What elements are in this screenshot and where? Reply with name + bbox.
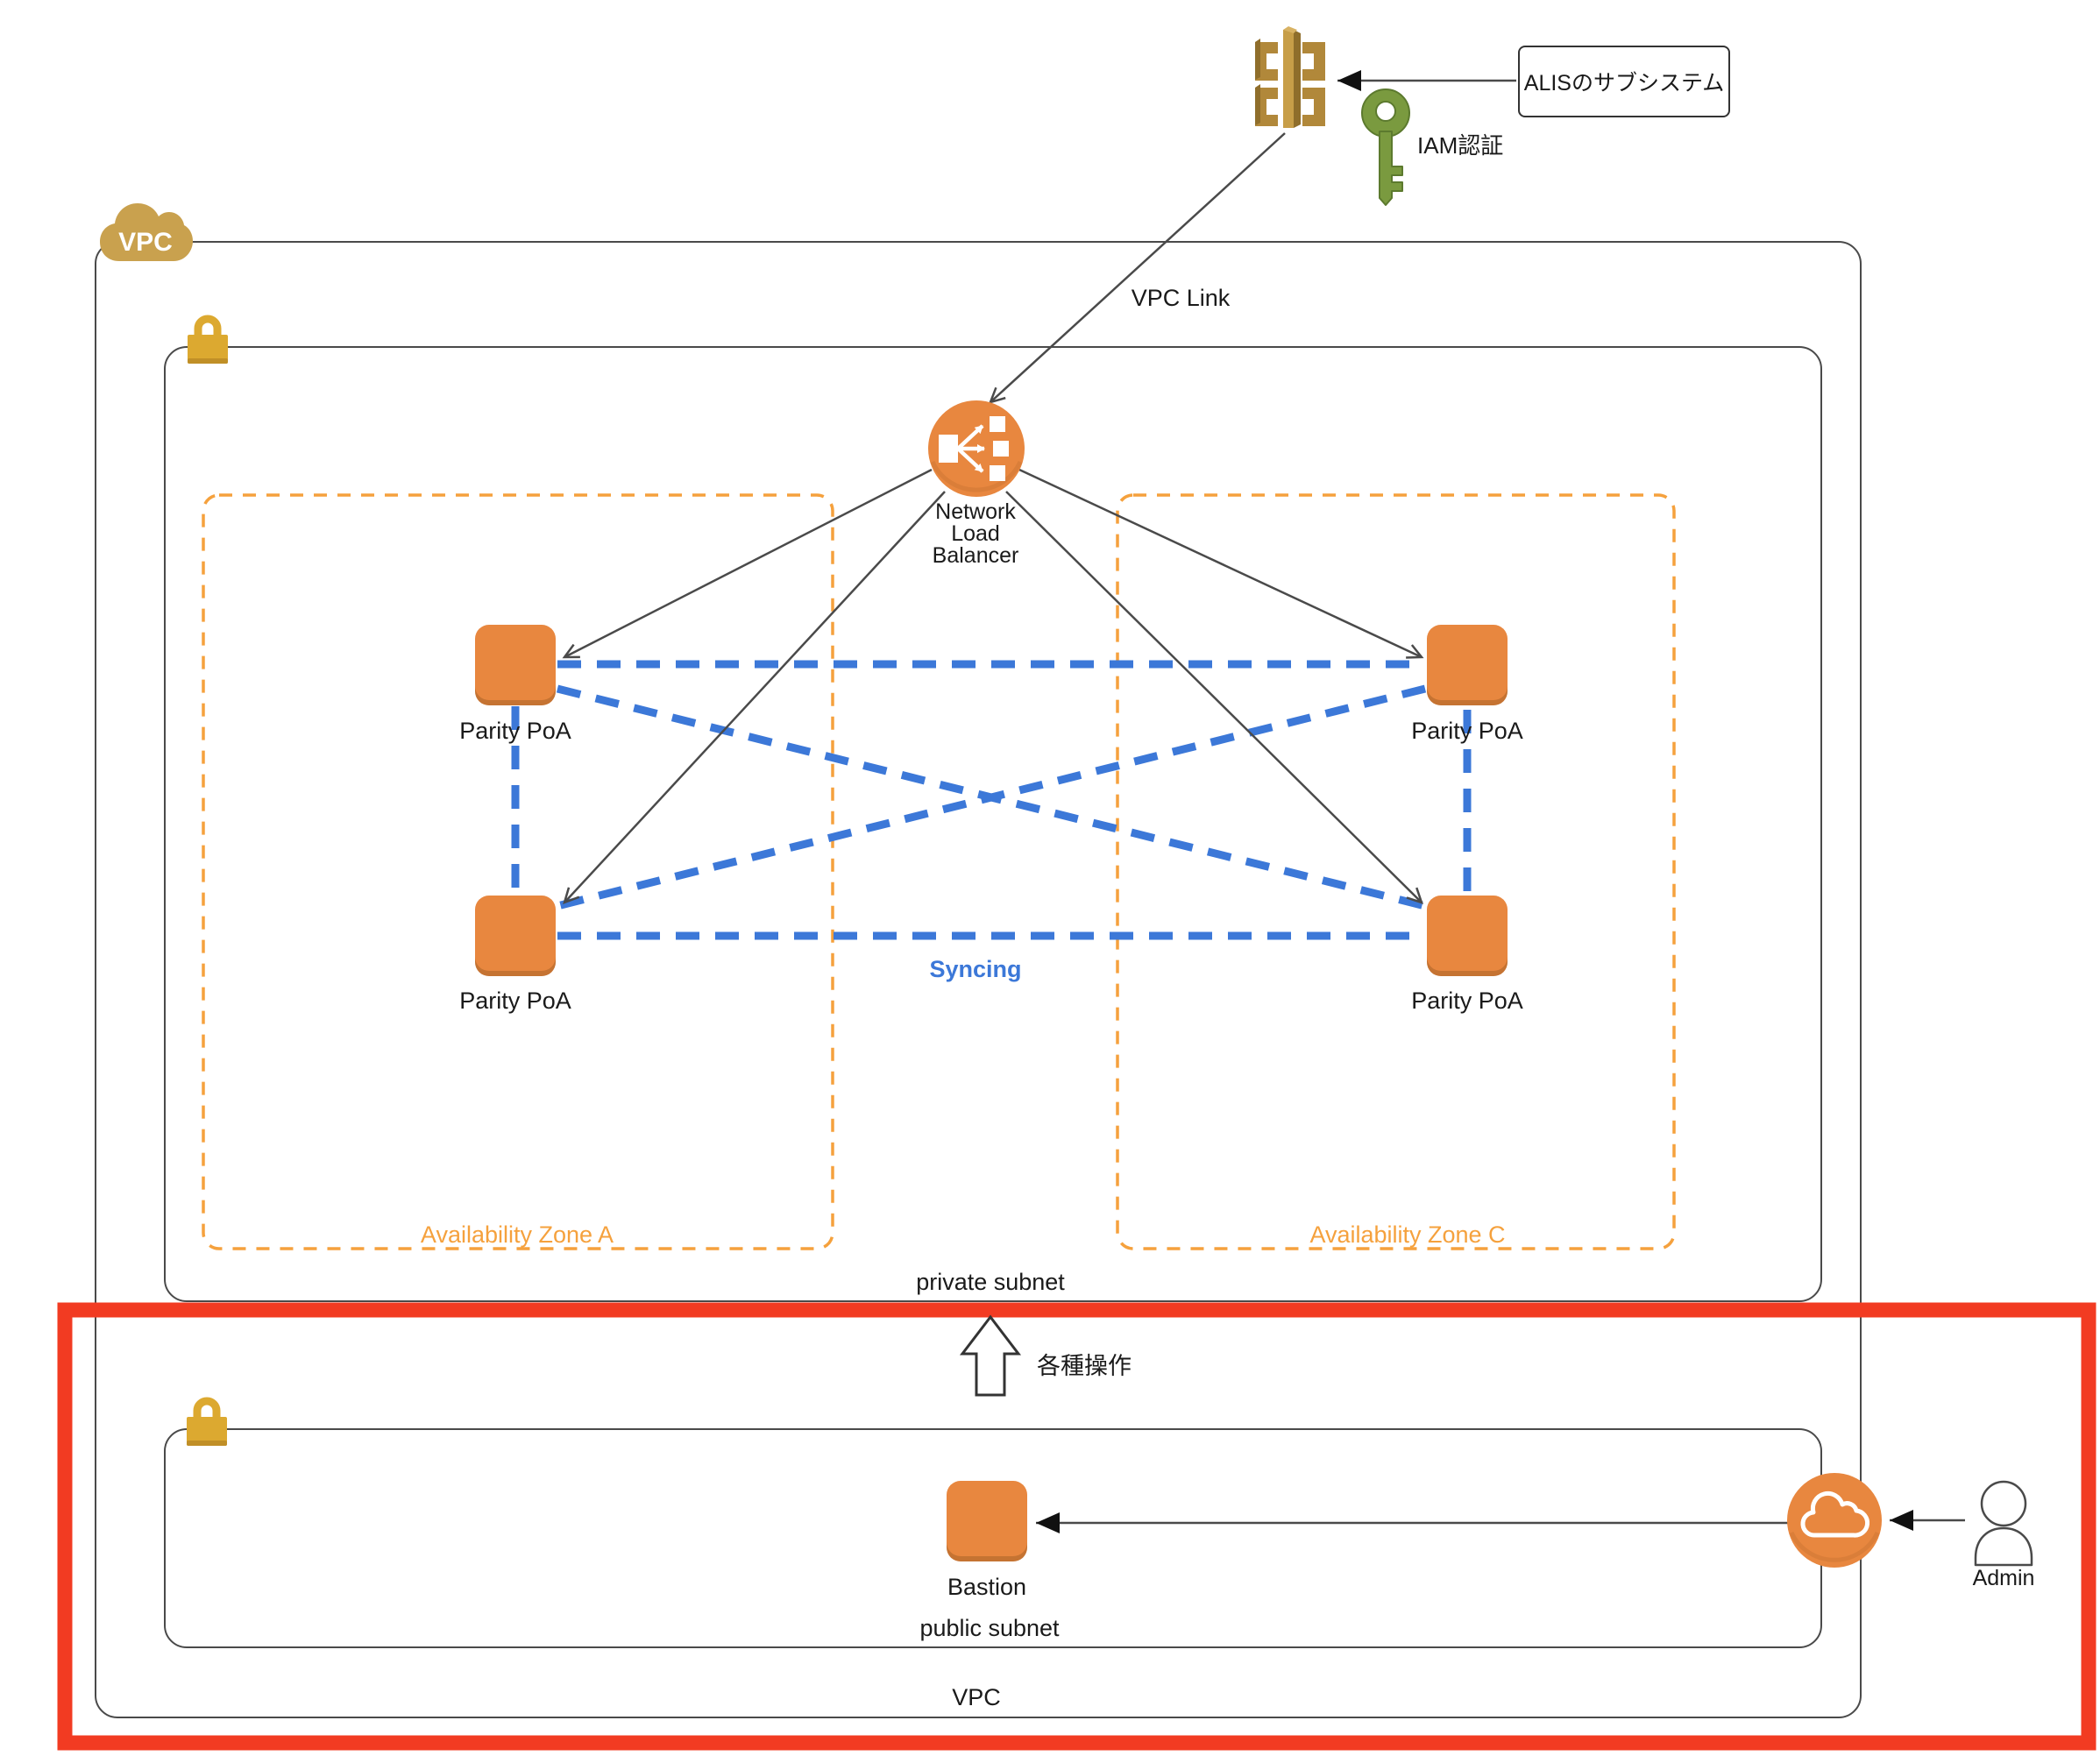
connector-apigw-to-nlb: [988, 132, 1286, 404]
parity-poa-node-c-bottom: [1427, 896, 1508, 976]
parity-label-c-bottom: Parity PoA: [1411, 988, 1523, 1014]
parity-poa-node-c-top: [1427, 625, 1508, 705]
parity-poa-node-a-bottom: [475, 896, 556, 976]
parity-label-c-top: Parity PoA: [1411, 718, 1523, 744]
highlight-rectangle: [57, 1302, 2096, 1751]
admin-user-icon: [1974, 1480, 2033, 1567]
operations-label: 各種操作: [1037, 1353, 1132, 1379]
vpc-cloud-icon: VPC: [100, 203, 193, 261]
connector-nlb-to-parity-c-top: [1018, 468, 1424, 659]
internet-gateway-icon: [1787, 1473, 1882, 1568]
parity-poa-node-a-top: [475, 625, 556, 705]
public-subnet-lock-icon: [187, 1397, 227, 1446]
nlb-label-line1: Network: [935, 499, 1016, 524]
private-subnet-lock-icon: [188, 315, 228, 364]
connector-nlb-to-parity-a-top: [562, 468, 933, 659]
vpc-link-label: VPC Link: [1131, 285, 1231, 311]
availability-zone-a-label: Availability Zone A: [420, 1221, 614, 1248]
private-subnet-box: [164, 346, 1822, 1302]
nlb-label-line2: Load: [951, 521, 1000, 546]
private-subnet-label: private subnet: [916, 1269, 1065, 1295]
up-arrow-icon: [959, 1314, 1022, 1397]
availability-zone-c-label: Availability Zone C: [1309, 1221, 1506, 1248]
alis-subsystem-callout: ALISのサブシステム: [1518, 46, 1730, 117]
syncing-links: [511, 660, 1472, 940]
availability-zone-a-box: [202, 493, 834, 1250]
network-load-balancer-icon: [928, 400, 1025, 497]
vpc-badge-text: VPC: [118, 228, 173, 257]
public-subnet-label: public subnet: [919, 1615, 1060, 1641]
nlb-label-line3: Balancer: [932, 543, 1019, 568]
syncing-label: Syncing: [929, 956, 1022, 982]
connector-nlb-to-parity-a-bottom: [563, 491, 946, 905]
iam-auth-label: IAM認証: [1417, 132, 1504, 159]
availability-zone-c-box: [1116, 493, 1676, 1250]
parity-label-a-top: Parity PoA: [459, 718, 571, 744]
alis-subsystem-label: ALISのサブシステム: [1523, 71, 1725, 96]
connector-nlb-to-parity-c-bottom: [1005, 491, 1423, 904]
bastion-node: [947, 1481, 1027, 1561]
vpc-bottom-label: VPC: [952, 1684, 1001, 1710]
api-gateway-icon: [1255, 26, 1325, 128]
iam-key-icon: [1361, 89, 1410, 206]
parity-label-a-bottom: Parity PoA: [459, 988, 571, 1014]
bastion-label: Bastion: [947, 1574, 1027, 1600]
admin-label: Admin: [1972, 1566, 2035, 1590]
vpc-box: [95, 241, 1862, 1718]
